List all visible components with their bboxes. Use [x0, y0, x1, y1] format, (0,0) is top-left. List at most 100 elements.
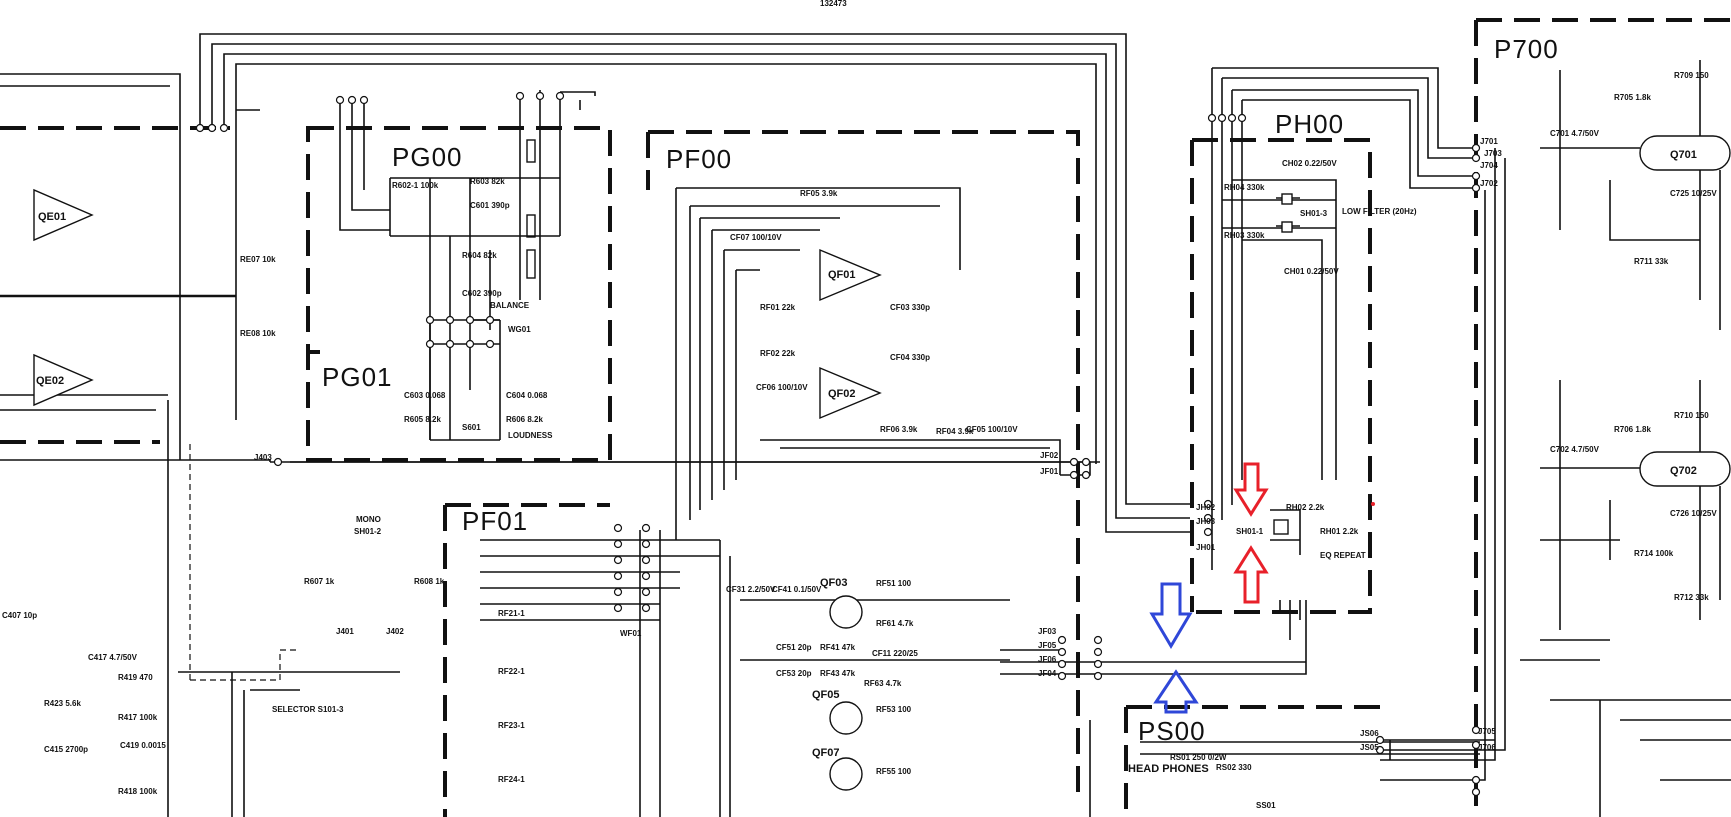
label-r423: R423 5.6k — [44, 699, 81, 708]
op-amp-qf01 — [819, 248, 882, 302]
label-r706: R706 1.8k — [1614, 425, 1651, 434]
label-rf06: RF06 3.9k — [880, 425, 918, 434]
label-rf22: RF22-1 — [498, 667, 525, 676]
label-ch02: CH02 0.22/50V — [1282, 159, 1337, 168]
label-sh01-2: SH01-2 — [354, 527, 382, 536]
transistors — [829, 135, 1731, 791]
drawing-number: 132473 — [820, 0, 847, 8]
label-wg01: WG01 — [508, 325, 531, 334]
label-r712: R712 33k — [1674, 593, 1709, 602]
label-rf63: RF63 4.7k — [864, 679, 902, 688]
label-s601: S601 — [462, 423, 481, 432]
label-cf04: CF04 330p — [890, 353, 930, 362]
label-rf55: RF55 100 — [876, 767, 912, 776]
label-mono: MONO — [356, 515, 381, 524]
block-label-ph00: PH00 — [1275, 109, 1344, 139]
label-rs02: RS02 330 — [1216, 763, 1252, 772]
block-label-pf00: PF00 — [666, 144, 732, 174]
label-wf01: WF01 — [620, 629, 642, 638]
transistor-q702 — [1639, 451, 1731, 487]
label-ss01: SS01 — [1256, 801, 1276, 810]
op-amps — [33, 188, 882, 420]
label-c407: C407 10p — [2, 611, 37, 620]
label-re07: RE07 10k — [240, 255, 276, 264]
label-j705: J705 — [1478, 727, 1496, 736]
label-j701: J701 — [1480, 137, 1498, 146]
amp-label-qf02: QF02 — [828, 388, 856, 400]
label-eq-repeat: EQ REPEAT — [1320, 551, 1366, 560]
bus-wires — [0, 33, 1506, 817]
amp-label-qf05: QF05 — [812, 689, 840, 701]
label-js05: JS05 — [1360, 743, 1379, 752]
label-low-filter: LOW FILTER (20Hz) — [1342, 207, 1417, 216]
label-r607: R607 1k — [304, 577, 335, 586]
label-c415: C415 2700p — [44, 745, 88, 754]
label-c702: C702 4.7/50V — [1550, 445, 1600, 454]
label-rh02: RH02 2.2k — [1286, 503, 1325, 512]
amp-label-qf01: QF01 — [828, 269, 856, 281]
label-c701: C701 4.7/50V — [1550, 129, 1600, 138]
label-cf06: CF06 100/10V — [756, 383, 808, 392]
op-amp-qe01 — [33, 188, 94, 242]
label-re08: RE08 10k — [240, 329, 276, 338]
label-rf01: RF01 22k — [760, 303, 796, 312]
label-c419: C419 0.0015 — [120, 741, 166, 750]
label-c603: C603 0.068 — [404, 391, 446, 400]
label-jf03: JF03 — [1038, 627, 1057, 636]
label-ch01: CH01 0.22/50V — [1284, 267, 1339, 276]
label-r602: R602-1 100k — [392, 181, 439, 190]
blue-arrow-down — [1149, 582, 1193, 649]
label-c601: C601 390p — [470, 201, 510, 210]
label-r605: R605 8.2k — [404, 415, 441, 424]
transistor-q701 — [1639, 135, 1731, 171]
label-rh03: RH03 330k — [1224, 231, 1265, 240]
transistor-qf05 — [829, 701, 863, 735]
blue-arrow-up — [1153, 669, 1199, 714]
label-jh02: JH02 — [1196, 503, 1216, 512]
annotation-arrows — [1149, 462, 1375, 714]
label-cf53: CF53 20p — [776, 669, 812, 678]
amp-label-qe02: QE02 — [36, 375, 64, 387]
label-rf05: RF05 3.9k — [800, 189, 838, 198]
component-labels: BALANCE WG01 LOUDNESS S601 R602-1 100k R… — [2, 71, 1717, 810]
label-cf07: CF07 100/10V — [730, 233, 782, 242]
label-sh01-3: SH01-3 — [1300, 209, 1328, 218]
red-arrow-down — [1233, 462, 1269, 517]
label-r714: R714 100k — [1634, 549, 1674, 558]
label-r604: R604 82k — [462, 251, 497, 260]
label-j401: J401 — [336, 627, 354, 636]
label-rf02: RF02 22k — [760, 349, 796, 358]
block-label-pf01: PF01 — [462, 506, 528, 536]
block-label-pg01: PG01 — [322, 362, 393, 392]
label-headphones: HEAD PHONES — [1128, 763, 1209, 775]
amp-label-qf07: QF07 — [812, 747, 840, 759]
label-rf51: RF51 100 — [876, 579, 912, 588]
block-label-ps00: PS00 — [1138, 716, 1206, 746]
amp-label-q702: Q702 — [1670, 465, 1697, 477]
label-r419: R419 470 — [118, 673, 153, 682]
label-r710: R710 150 — [1674, 411, 1709, 420]
label-rf43: RF43 47k — [820, 669, 856, 678]
label-rf24: RF24-1 — [498, 775, 525, 784]
block-borders — [0, 18, 1731, 817]
red-arrow-up — [1233, 545, 1269, 604]
label-rf61: RF61 4.7k — [876, 619, 914, 628]
label-cf51: CF51 20p — [776, 643, 812, 652]
op-amp-qf02 — [819, 366, 882, 420]
label-selector: SELECTOR S101-3 — [272, 705, 344, 714]
label-c725: C725 10/25V — [1670, 189, 1717, 198]
label-jf02: JF02 — [1040, 451, 1059, 460]
transistor-qf07 — [829, 757, 863, 791]
label-rh01: RH01 2.2k — [1320, 527, 1359, 536]
label-cf03: CF03 330p — [890, 303, 930, 312]
amp-label-qf03: QF03 — [820, 577, 848, 589]
op-amp-qe02 — [33, 353, 94, 407]
label-c602: C602 390p — [462, 289, 502, 298]
label-j403: J403 — [254, 453, 272, 462]
label-r608: R608 1k — [414, 577, 445, 586]
label-c604: C604 0.068 — [506, 391, 548, 400]
label-jh01: JH01 — [1196, 543, 1216, 552]
label-rf53: RF53 100 — [876, 705, 912, 714]
label-r705: R705 1.8k — [1614, 93, 1651, 102]
